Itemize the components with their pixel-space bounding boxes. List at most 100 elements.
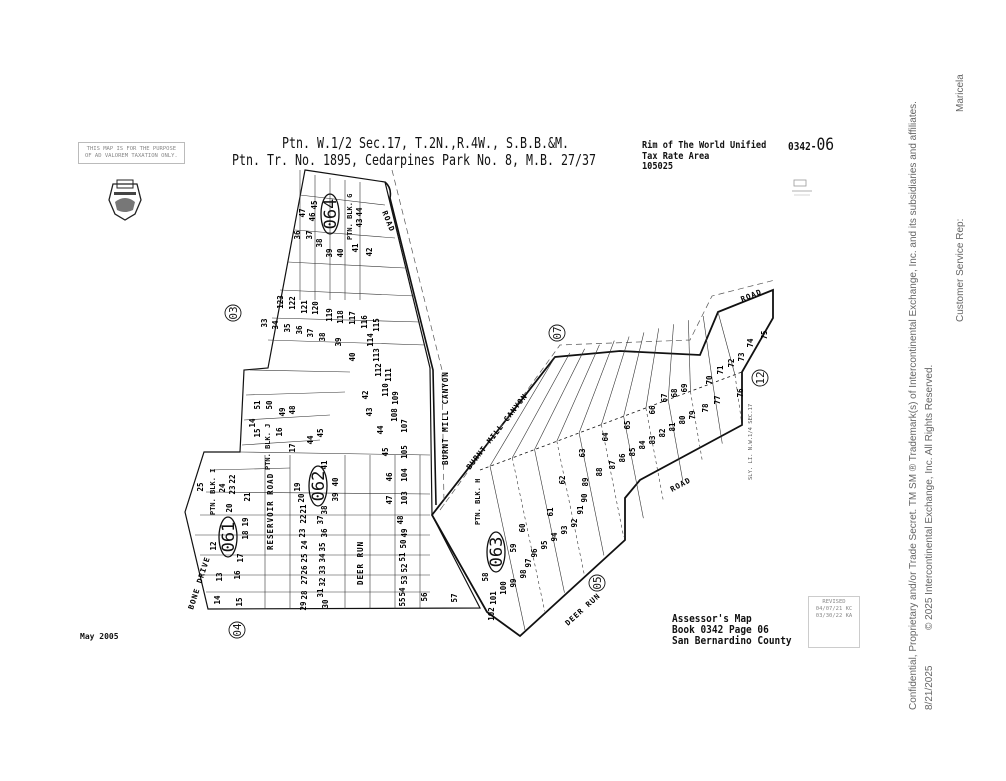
lot-number: 104: [400, 468, 409, 482]
lot-number: 25: [300, 553, 309, 562]
lot-number: 67: [660, 393, 669, 402]
adjacent-page-number: 12: [754, 371, 767, 384]
parcel-line: [734, 374, 743, 426]
lot-number: 61: [546, 507, 555, 517]
street-label: BURNT MILL CANYON: [441, 371, 450, 465]
road-right-of-way: [384, 181, 437, 506]
lot-number: 22: [228, 474, 237, 483]
school-district: Rim of The World Unified: [642, 140, 767, 151]
parcel-line: [556, 441, 585, 575]
lot-number: 62: [558, 475, 567, 484]
lot-number: 52: [400, 563, 409, 572]
lot-number: 15: [235, 597, 244, 606]
lot-number: 108: [390, 408, 399, 422]
lot-number: 50: [399, 539, 408, 549]
street-label: ROAD: [739, 287, 763, 304]
lot-number: 109: [391, 391, 400, 405]
lot-number: 122: [288, 296, 297, 310]
lot-number: 63: [578, 448, 587, 458]
lot-number: 97: [524, 558, 533, 567]
lot-number: 121: [300, 300, 309, 314]
lot-number: 20: [225, 503, 234, 513]
block-note: PTN. BLK. I: [209, 469, 217, 515]
lot-number: 65: [623, 420, 632, 429]
parcel-line: [489, 356, 556, 467]
lot-number: 110: [381, 383, 390, 397]
lot-number: 57: [450, 593, 459, 602]
lot-number: 44: [306, 435, 315, 445]
parcel-line: [249, 369, 351, 373]
lot-number: 47: [385, 495, 394, 504]
parcel-line: [512, 352, 571, 458]
lot-number: 115: [372, 318, 381, 332]
block-oval: [486, 531, 506, 573]
revised-entry-2: 03/30/22 KA: [815, 613, 853, 619]
lot-number: 69: [680, 383, 689, 393]
lot-number: 30: [321, 599, 330, 609]
lot-number: 89: [581, 477, 590, 487]
lot-number: 58: [481, 572, 490, 582]
lot-number: 95: [540, 540, 549, 549]
lot-number: 38: [320, 505, 329, 515]
copyright-notice: © 2025 Intercontinental Exchange, Inc. A…: [924, 364, 935, 630]
lot-number: 39: [331, 492, 340, 502]
parcel-line: [578, 340, 615, 434]
lot-number: 45: [316, 428, 325, 437]
parcel-line: [287, 261, 406, 269]
lot-number: 113: [372, 348, 381, 362]
customer-service-rep-name: Maricela: [955, 74, 966, 112]
lot-number: 123: [276, 295, 285, 309]
lot-number: 81: [668, 422, 677, 432]
header-line-1: Ptn. W.1/2 Sec.17, T.2N.,R.4W., S.B.B.&M…: [282, 134, 569, 152]
lot-number: 45: [381, 447, 390, 456]
header-line-2: Ptn. Tr. No. 1895, Cedarpines Park No. 8…: [232, 151, 596, 169]
parcel-line: [239, 451, 431, 456]
tax-rate-area-label: Tax Rate Area: [642, 151, 710, 162]
lot-number: 84: [638, 440, 647, 450]
lot-number: 47: [298, 208, 307, 217]
lot-number: 43: [355, 218, 364, 228]
lot-number: 16: [233, 570, 242, 580]
lot-number: 40: [348, 352, 357, 362]
lot-number: 16: [275, 427, 284, 437]
parcel-line: [205, 491, 431, 495]
lot-number: 54: [398, 587, 407, 597]
lot-number: 25: [196, 482, 205, 491]
lot-number: 34: [318, 553, 327, 563]
lot-number: 38: [315, 238, 324, 248]
lot-number: 93: [560, 525, 569, 535]
lot-number: 48: [396, 515, 405, 525]
lot-number: 40: [331, 477, 340, 487]
lot-number: 78: [701, 403, 710, 413]
lot-number: 107: [400, 419, 409, 433]
lot-number: 35: [283, 323, 292, 332]
parcel-line: [511, 457, 546, 612]
confidential-notice: Confidential, Proprietary and/or Trade S…: [908, 101, 919, 710]
parcel-line: [299, 194, 386, 206]
parcel-line: [623, 332, 645, 417]
block-number: 062: [309, 471, 329, 502]
lot-number: 29: [299, 601, 308, 611]
lot-number: 50: [265, 400, 274, 410]
lot-number: 26: [300, 565, 309, 575]
revised-label: REVISED: [822, 599, 846, 605]
lot-number: 39: [334, 337, 343, 347]
lot-number: 22: [299, 514, 308, 523]
adjacent-page-number: 03: [227, 306, 240, 319]
lot-number: 33: [318, 565, 327, 575]
lot-number: 59: [509, 543, 518, 553]
parcel-line: [556, 344, 600, 442]
lot-number: 68: [670, 388, 679, 398]
east-tract-boundary: [430, 288, 774, 638]
lot-number: 15: [253, 428, 262, 437]
lot-number: 32: [318, 577, 327, 586]
lot-number: 117: [348, 311, 357, 325]
lot-number: 101: [489, 591, 498, 605]
parcel-line: [702, 316, 714, 384]
lot-number: 40: [336, 248, 345, 258]
street-label: ROAD: [669, 475, 693, 493]
adjacent-page-circle: [548, 324, 566, 342]
lot-number: 28: [300, 590, 309, 600]
north-arrow-scale-icon: [792, 179, 812, 196]
lot-number: 37: [316, 515, 325, 524]
